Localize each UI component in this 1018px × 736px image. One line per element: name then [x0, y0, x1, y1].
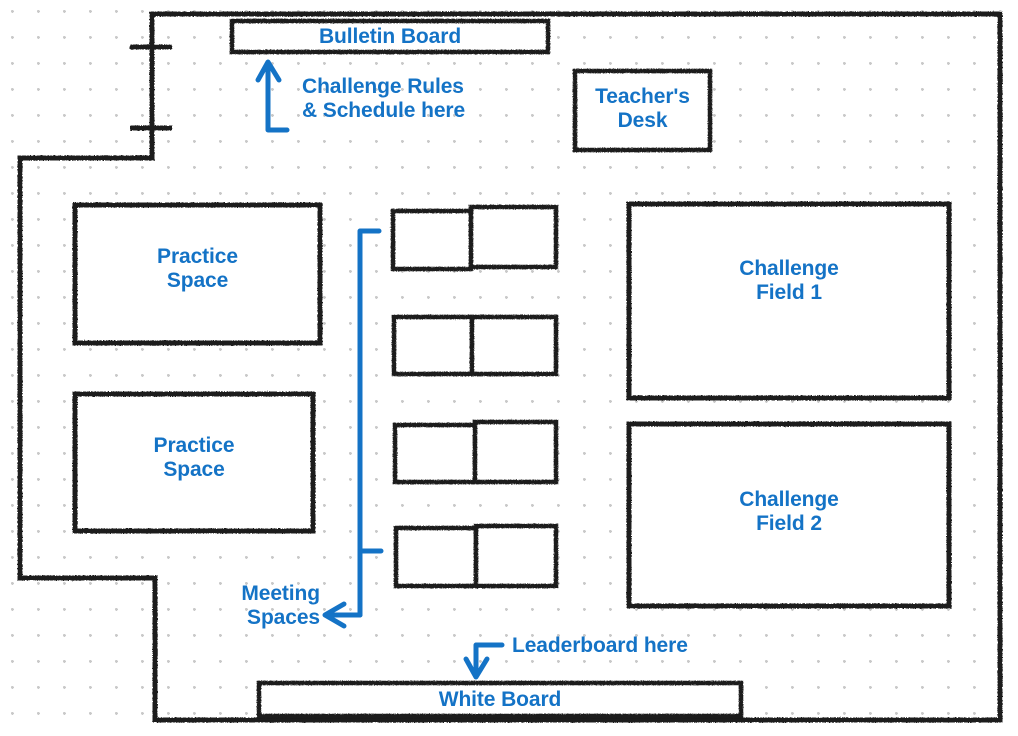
bulletin-board-outline[interactable] — [229, 18, 551, 55]
meeting-table-3[interactable] — [392, 419, 559, 485]
arrow-up-icon — [255, 59, 290, 133]
practice-space-1-label: Practice Space — [157, 245, 238, 293]
challenge-field-2-outline[interactable] — [626, 421, 952, 609]
challenge-field-1-outline[interactable] — [626, 201, 952, 401]
leaderboard-annotation: Leaderboard here — [512, 634, 688, 657]
practice-space-2-outline[interactable] — [72, 391, 316, 534]
practice-space-1-outline[interactable] — [72, 202, 323, 346]
meeting-table-1[interactable] — [390, 204, 559, 272]
challenge-field-2-label: Challenge Field 2 — [739, 488, 839, 536]
meeting-table-2[interactable] — [391, 314, 559, 377]
meeting-table-4[interactable] — [393, 523, 559, 589]
room-perimeter-wall — [17, 11, 1003, 723]
meeting-spaces-annotation: Meeting Spaces — [241, 582, 320, 630]
door-mark-icon — [130, 44, 172, 131]
white-board-outline[interactable] — [256, 680, 744, 719]
arrow-down-icon — [463, 642, 505, 680]
challenge-rules-annotation: Challenge Rules & Schedule here — [302, 75, 466, 123]
arrow-left-icon — [322, 601, 363, 629]
teachers-desk-outline[interactable] — [572, 68, 713, 153]
bulletin-board-label: Bulletin Board — [318, 25, 462, 48]
practice-space-2-label: Practice Space — [153, 434, 235, 482]
white-board-label: White Board — [438, 688, 562, 711]
bracket-icon — [357, 228, 384, 618]
teachers-desk-label: Teacher's Desk — [595, 85, 690, 133]
challenge-field-1-label: Challenge Field 1 — [739, 257, 839, 305]
